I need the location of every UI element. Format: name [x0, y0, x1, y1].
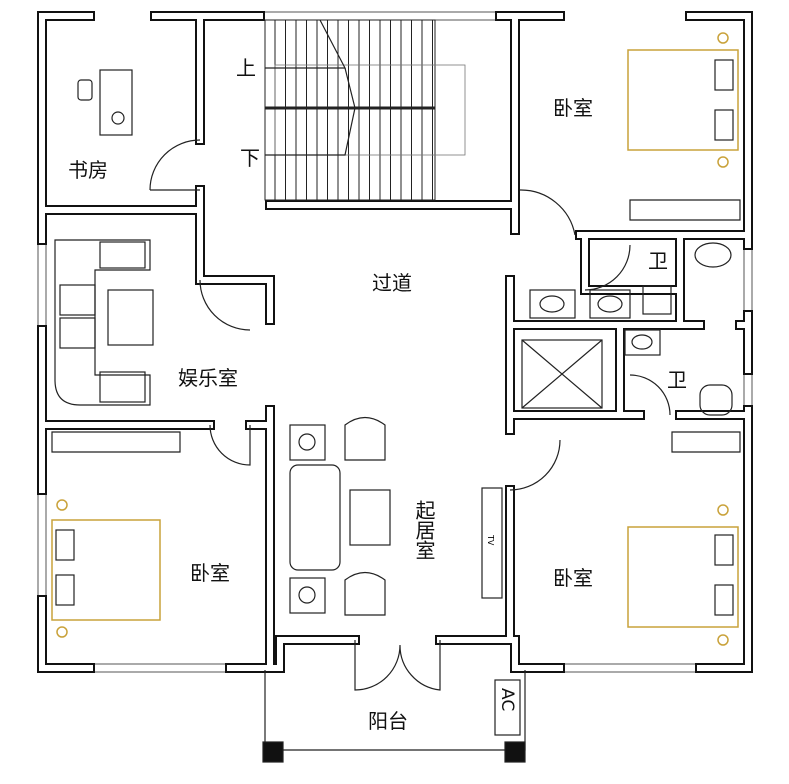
- walls: [37, 11, 753, 673]
- staircase: [264, 19, 466, 201]
- room-label-bath-1: 卫: [648, 249, 668, 273]
- tv-label: TV: [486, 534, 495, 546]
- room-label-entertainment: 娱乐室: [178, 366, 238, 390]
- room-label-corridor: 过道: [372, 271, 412, 295]
- living-furniture: [289, 416, 503, 616]
- bed-bottom-left: [51, 431, 181, 638]
- stair-up-label: 上: [236, 56, 256, 80]
- room-label-bedroom-bottom-right: 卧室: [553, 566, 593, 590]
- room-label-bath-2: 卫: [667, 368, 687, 392]
- room-label-study: 书房: [68, 158, 108, 182]
- room-label-bedroom-top-right: 卧室: [553, 96, 593, 120]
- bathroom-fixtures: [529, 242, 733, 416]
- sectional-sofa: [54, 239, 154, 406]
- ac-label: AC: [497, 688, 517, 711]
- room-label-balcony: 阳台: [368, 709, 408, 733]
- elevator: [521, 339, 603, 409]
- door-swings: [149, 139, 671, 691]
- bed-bottom-right: [627, 431, 741, 646]
- bed-top-right: [627, 32, 741, 221]
- stair-down-label: 下: [240, 146, 260, 170]
- windows: [37, 11, 753, 673]
- balcony-railing: [262, 670, 526, 763]
- study-desk: [77, 69, 133, 136]
- room-label-bedroom-bottom-left: 卧室: [190, 561, 230, 585]
- room-label-living-room: 起居室: [412, 500, 436, 560]
